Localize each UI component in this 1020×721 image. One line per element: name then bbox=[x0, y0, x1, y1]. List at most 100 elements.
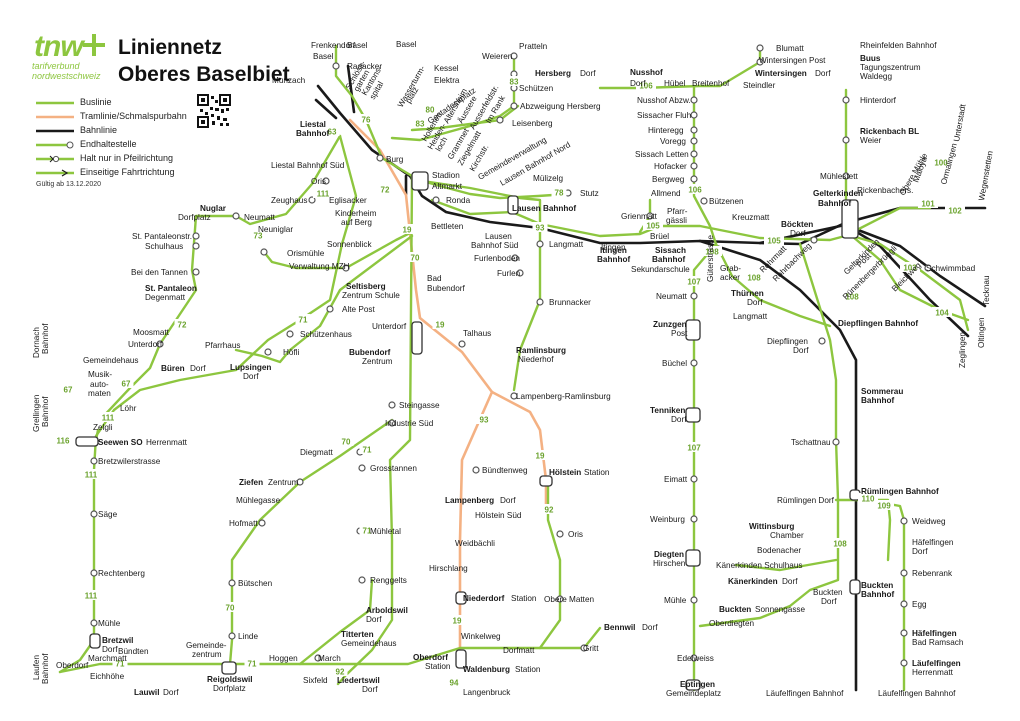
stop-label: Unterdorf bbox=[128, 340, 163, 349]
stop-label: Rheinfelden Bahnhof bbox=[860, 41, 937, 50]
rail-line-icon bbox=[36, 129, 74, 133]
line-number-badge: 71 bbox=[295, 314, 311, 325]
line-number: 71 bbox=[363, 446, 372, 455]
stop-label: St. Pantaleonstr. bbox=[132, 232, 192, 241]
line-number-bg bbox=[174, 319, 190, 329]
legend-item-terminus: Endhaltestelle bbox=[36, 138, 206, 152]
stop-label: Voregg bbox=[660, 137, 686, 146]
stop-label: Station bbox=[515, 665, 541, 674]
stop-label: Buckten bbox=[861, 581, 893, 590]
stop-label: Wintersingen bbox=[755, 69, 807, 78]
line-number: 106 bbox=[688, 186, 702, 195]
line-number: 108 bbox=[747, 274, 761, 283]
stop-label: Nuglar bbox=[200, 204, 227, 213]
line-number-bg bbox=[359, 525, 375, 535]
stop-label: Dorf bbox=[190, 364, 206, 373]
line-number-badge: 72 bbox=[377, 184, 393, 195]
qr-code-icon[interactable] bbox=[197, 94, 231, 128]
line-number: 93 bbox=[480, 416, 489, 425]
stop-label: Waldenburg bbox=[463, 665, 510, 674]
stop-label: Sissach bbox=[655, 246, 686, 255]
line-number-bg bbox=[98, 412, 118, 422]
stop-label: Diepflingen Bahnhof bbox=[838, 319, 918, 328]
legend-label: Bahnlinie bbox=[80, 125, 118, 135]
stop-label: Läufelfingen Bahnhof bbox=[878, 689, 956, 698]
line-number-bg bbox=[830, 538, 850, 548]
line-number-bg bbox=[918, 198, 938, 208]
line-number-bg bbox=[932, 307, 952, 317]
logo-subtitle-2: nordwestschweiz bbox=[32, 71, 101, 81]
line-number-badge: 92 bbox=[541, 504, 557, 515]
line-number: 108 bbox=[845, 293, 859, 302]
stop-label: Läufelfingen bbox=[912, 659, 961, 668]
stop-label: Linde bbox=[238, 632, 258, 641]
line-number-bg bbox=[412, 118, 428, 128]
line-number-bg bbox=[636, 80, 656, 90]
stop-label: Grosstannen bbox=[370, 464, 417, 473]
stop-label: Gritt bbox=[583, 644, 599, 653]
stop-label: Sommerau bbox=[861, 387, 903, 396]
stop-label: Basel bbox=[313, 52, 334, 61]
line-number: 102 bbox=[948, 207, 962, 216]
stop-label: Rümlingen Bahnhof bbox=[861, 487, 939, 496]
stop-label: Pratteln bbox=[519, 42, 548, 51]
stop-label: Büren bbox=[161, 364, 185, 373]
stop-label: Eptingen bbox=[680, 680, 715, 689]
stop-label: Bahnhof bbox=[296, 129, 329, 138]
line-number: 105 bbox=[646, 222, 660, 231]
tnw-logo: tnw tarifverbund nordwestschweiz bbox=[30, 30, 110, 81]
line-number-bg bbox=[407, 252, 423, 262]
line-number: 104 bbox=[935, 309, 949, 318]
line-number-badge: 111 bbox=[98, 412, 118, 423]
line-number: 71 bbox=[248, 660, 257, 669]
stop-label: Känerkinden Schulhaus bbox=[716, 561, 803, 570]
line-number-bg bbox=[358, 114, 374, 124]
line-number-badge: 111 bbox=[81, 469, 101, 480]
stop-label: Känerkinden bbox=[728, 577, 778, 586]
stop-label: Burg bbox=[386, 155, 404, 164]
stop-label: Station bbox=[584, 468, 610, 477]
line-number: 83 bbox=[416, 120, 425, 129]
line-number: 110 bbox=[862, 495, 875, 504]
validity-date: Gültig ab 13.12.2020 bbox=[36, 181, 101, 188]
stop-label: Schulhaus bbox=[145, 242, 183, 251]
stop-label: Dorf bbox=[500, 496, 516, 505]
stop-label: Neuniglar bbox=[258, 225, 293, 234]
stop-label: Talhaus bbox=[463, 329, 491, 338]
line-number-bg bbox=[313, 188, 333, 198]
stop-label: Dorf bbox=[630, 79, 646, 88]
stop-label: Neumatt bbox=[244, 213, 276, 222]
stop-label: Bettleten bbox=[431, 222, 464, 231]
line-number-badge: 93 bbox=[476, 414, 492, 425]
stop-label: Degenmatt bbox=[145, 293, 186, 302]
line-number: 107 bbox=[687, 444, 701, 453]
line-number-badge: 70 bbox=[338, 436, 354, 447]
line-number: 106 bbox=[639, 82, 653, 91]
stop-label: Sekundarschule bbox=[631, 265, 690, 274]
stop-label: Tagungszentrum bbox=[860, 63, 921, 72]
stop-label: Bei den Tannen bbox=[131, 268, 188, 277]
stop-label: Kessel bbox=[434, 64, 459, 73]
stop-label: Breitenhof bbox=[692, 79, 730, 88]
stop-label: Liedertswil bbox=[337, 676, 380, 685]
rotated-stop-label: Bahnhof bbox=[41, 653, 50, 684]
stop-label: Lampenberg-Ramlinsburg bbox=[516, 392, 611, 401]
line-number-bg bbox=[764, 235, 784, 245]
rotated-stop-label: Zeglingen bbox=[958, 332, 967, 368]
stop-label: Dorf bbox=[366, 615, 382, 624]
stop-label: Lampenberg bbox=[445, 496, 494, 505]
line-number-bg bbox=[842, 291, 862, 301]
line-number-bg bbox=[399, 224, 415, 234]
stop-label: Hübel bbox=[664, 79, 686, 88]
line-number: 108 bbox=[833, 540, 847, 549]
stop-label: Säge bbox=[98, 510, 118, 519]
line-number: 71 bbox=[363, 527, 372, 536]
stop-label: Blumatt bbox=[776, 44, 804, 53]
line-number: 72 bbox=[381, 186, 390, 195]
line-number-bg bbox=[702, 246, 722, 256]
stop-label: Wittinsburg bbox=[749, 522, 794, 531]
line-number-bg bbox=[338, 436, 354, 446]
stop-label: Hoggen bbox=[269, 654, 298, 663]
line-number: 70 bbox=[342, 438, 351, 447]
stop-label: Mühle bbox=[664, 596, 687, 605]
